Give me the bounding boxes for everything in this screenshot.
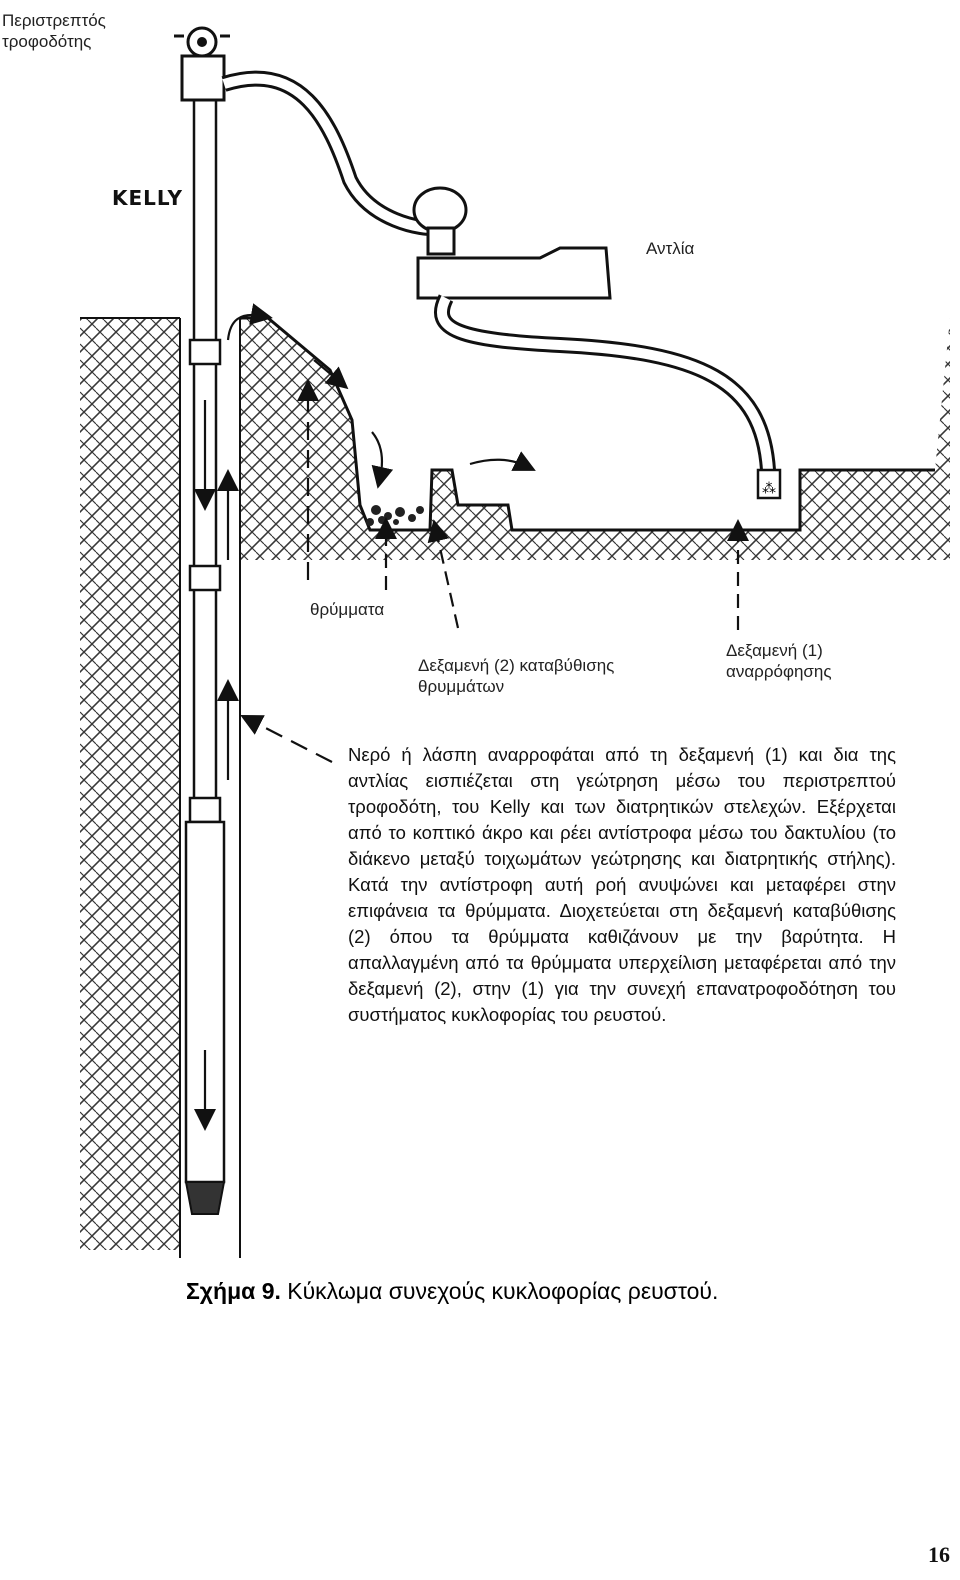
drill-string [184, 88, 226, 1215]
suction-tank-label: Δεξαμενή (1) αναρρόφησης [726, 641, 832, 681]
caption-prefix: Σχήμα 9. [186, 1278, 281, 1304]
cuttings-pile [366, 505, 424, 526]
swivel [174, 26, 230, 102]
page-number: 16 [928, 1542, 950, 1567]
kelly-label: KELLY [112, 186, 184, 210]
pump-label: Αντλία [646, 239, 695, 258]
pump [412, 186, 612, 300]
swivel-label: Περιστρεπτός τροφοδότης [2, 11, 106, 51]
supply-hose [221, 70, 441, 237]
circulation-diagram: ⁂ [80, 26, 950, 1258]
svg-text:⁂: ⁂ [762, 481, 776, 497]
caption-text: Κύκλωμα συνεχούς κυκλοφορίας ρευστού. [280, 1278, 719, 1304]
settling-tank-label: Δεξαμενή (2) καταβύθισης θρυμμάτων [418, 656, 615, 696]
cuttings-label: θρύμματα [310, 600, 385, 619]
flow-arrows [194, 303, 749, 1131]
figure-caption: Σχήμα 9. Κύκλωμα συνεχούς κυκλοφορίας ρε… [186, 1278, 718, 1305]
description-paragraph: Νερό ή λάσπη αναρροφάται από τη δεξαμενή… [348, 744, 896, 1025]
